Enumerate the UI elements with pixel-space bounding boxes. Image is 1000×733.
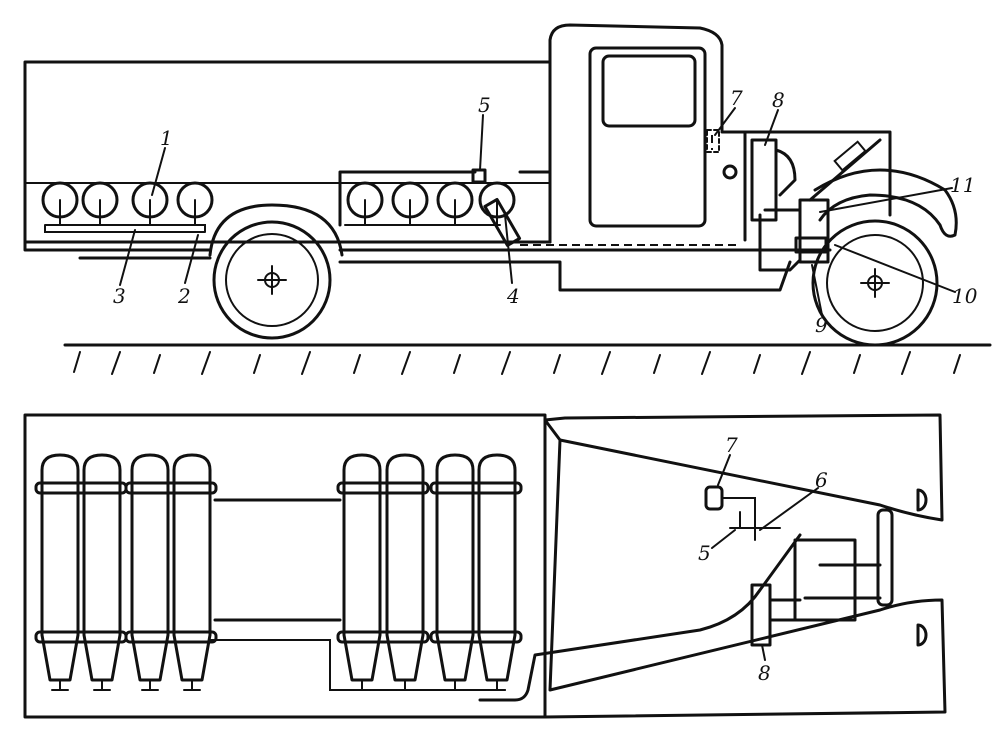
plan-label-8: 8	[758, 661, 771, 685]
gas-line-and-regulator	[520, 129, 830, 272]
cargo-body	[23, 60, 832, 292]
side-view: 1 3 2 4 5 7 8 11 10 9	[23, 23, 992, 375]
plan-leader-lines	[711, 454, 819, 661]
rear-wheel	[208, 203, 344, 340]
side-cylinders	[41, 168, 552, 247]
plan-label-6: 6	[815, 468, 828, 492]
label-3: 3	[113, 284, 126, 308]
cylinder-group-front	[336, 453, 523, 691]
label-1: 1	[160, 126, 173, 150]
cylinder-group-rear	[34, 453, 506, 691]
plan-view: 7 6 5 8	[23, 413, 947, 719]
label-2: 2	[177, 284, 191, 308]
label-8: 8	[772, 88, 785, 112]
label-9: 9	[815, 313, 828, 337]
ground	[63, 343, 992, 375]
label-5: 5	[478, 93, 491, 117]
chassis-outline	[543, 413, 947, 719]
label-4: 4	[506, 284, 520, 308]
leader-lines	[119, 107, 956, 316]
plan-label-7: 7	[725, 433, 738, 457]
front-wheel	[811, 168, 958, 347]
plan-cylinders	[34, 453, 523, 691]
label-7: 7	[730, 86, 743, 110]
hood	[720, 130, 892, 242]
plan-label-5: 5	[698, 541, 711, 565]
label-11: 11	[950, 173, 975, 197]
cab	[548, 23, 724, 244]
cargo-platform	[23, 413, 547, 719]
label-10: 10	[952, 284, 978, 308]
